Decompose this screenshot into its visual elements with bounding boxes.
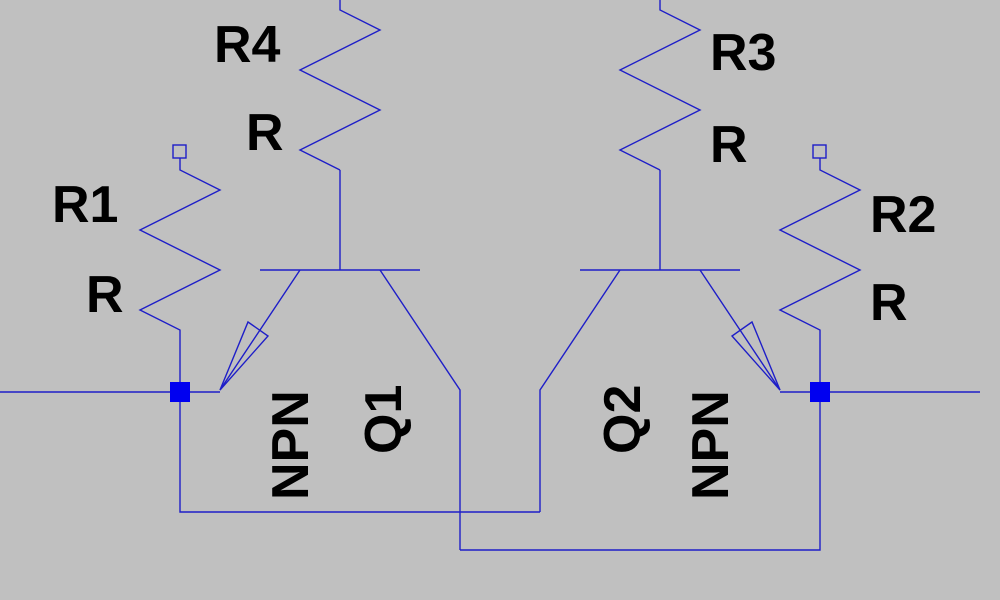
transistor-q1-ref: Q1 <box>355 385 413 454</box>
transistor-q2-collector-lead <box>539 269 621 512</box>
resistor-r2-value: R <box>870 274 908 332</box>
resistor-r3[interactable]: R3 R <box>618 0 776 270</box>
resistor-r3-zigzag <box>618 0 702 171</box>
wire-cross-q1-to-q2-collector[interactable] <box>179 392 540 513</box>
transistor-q2-ref: Q2 <box>594 385 652 454</box>
resistor-r2-ref: R2 <box>870 186 936 244</box>
resistor-r4[interactable]: R4 R <box>214 0 382 270</box>
resistor-r4-zigzag <box>298 0 382 171</box>
resistor-r1-pin <box>172 144 187 159</box>
resistor-r1-zigzag <box>138 158 222 392</box>
resistor-r2-zigzag <box>778 158 862 392</box>
wire-cross-q2-to-q1-collector[interactable] <box>460 392 821 551</box>
transistor-q2-emitter-arrow <box>730 320 781 391</box>
transistor-q2[interactable]: Q2 NPN <box>539 269 781 512</box>
resistor-r2-pin <box>812 144 827 159</box>
resistor-r1-value: R <box>86 266 124 324</box>
resistor-r2[interactable]: R2 R <box>778 144 936 392</box>
resistor-r4-ref: R4 <box>214 16 281 74</box>
resistor-r3-value: R <box>710 116 748 174</box>
transistor-q1-emitter-arrow <box>219 320 270 391</box>
resistor-r1[interactable]: R1 R <box>52 144 222 392</box>
transistor-q1[interactable]: NPN Q1 <box>219 269 461 550</box>
resistor-r4-value: R <box>246 104 284 162</box>
transistor-q2-type: NPN <box>682 390 740 500</box>
transistor-q1-type: NPN <box>262 390 320 500</box>
junction-right[interactable] <box>810 382 830 402</box>
transistor-q1-collector-lead <box>379 269 461 550</box>
resistor-r1-ref: R1 <box>52 176 118 234</box>
resistor-r3-ref: R3 <box>710 24 776 82</box>
junction-left[interactable] <box>170 382 190 402</box>
